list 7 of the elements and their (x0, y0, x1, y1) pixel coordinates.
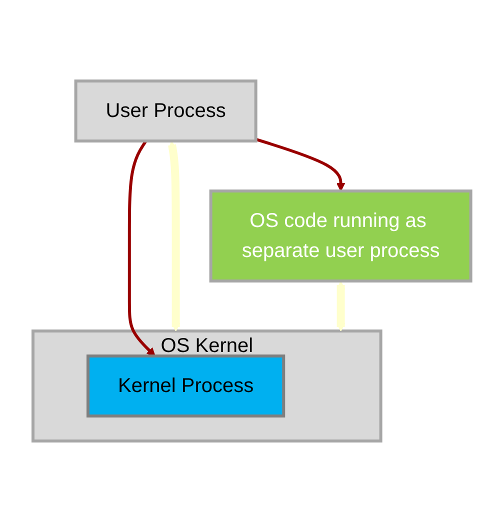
arrow (336, 280, 346, 331)
arrow (255, 137, 346, 191)
node-box: Kernel Process (86, 354, 286, 417)
arrow (128, 140, 156, 356)
node-box: User Process (74, 79, 258, 142)
arrow (168, 140, 180, 331)
node-box: OS code running as separate user process (209, 189, 472, 282)
